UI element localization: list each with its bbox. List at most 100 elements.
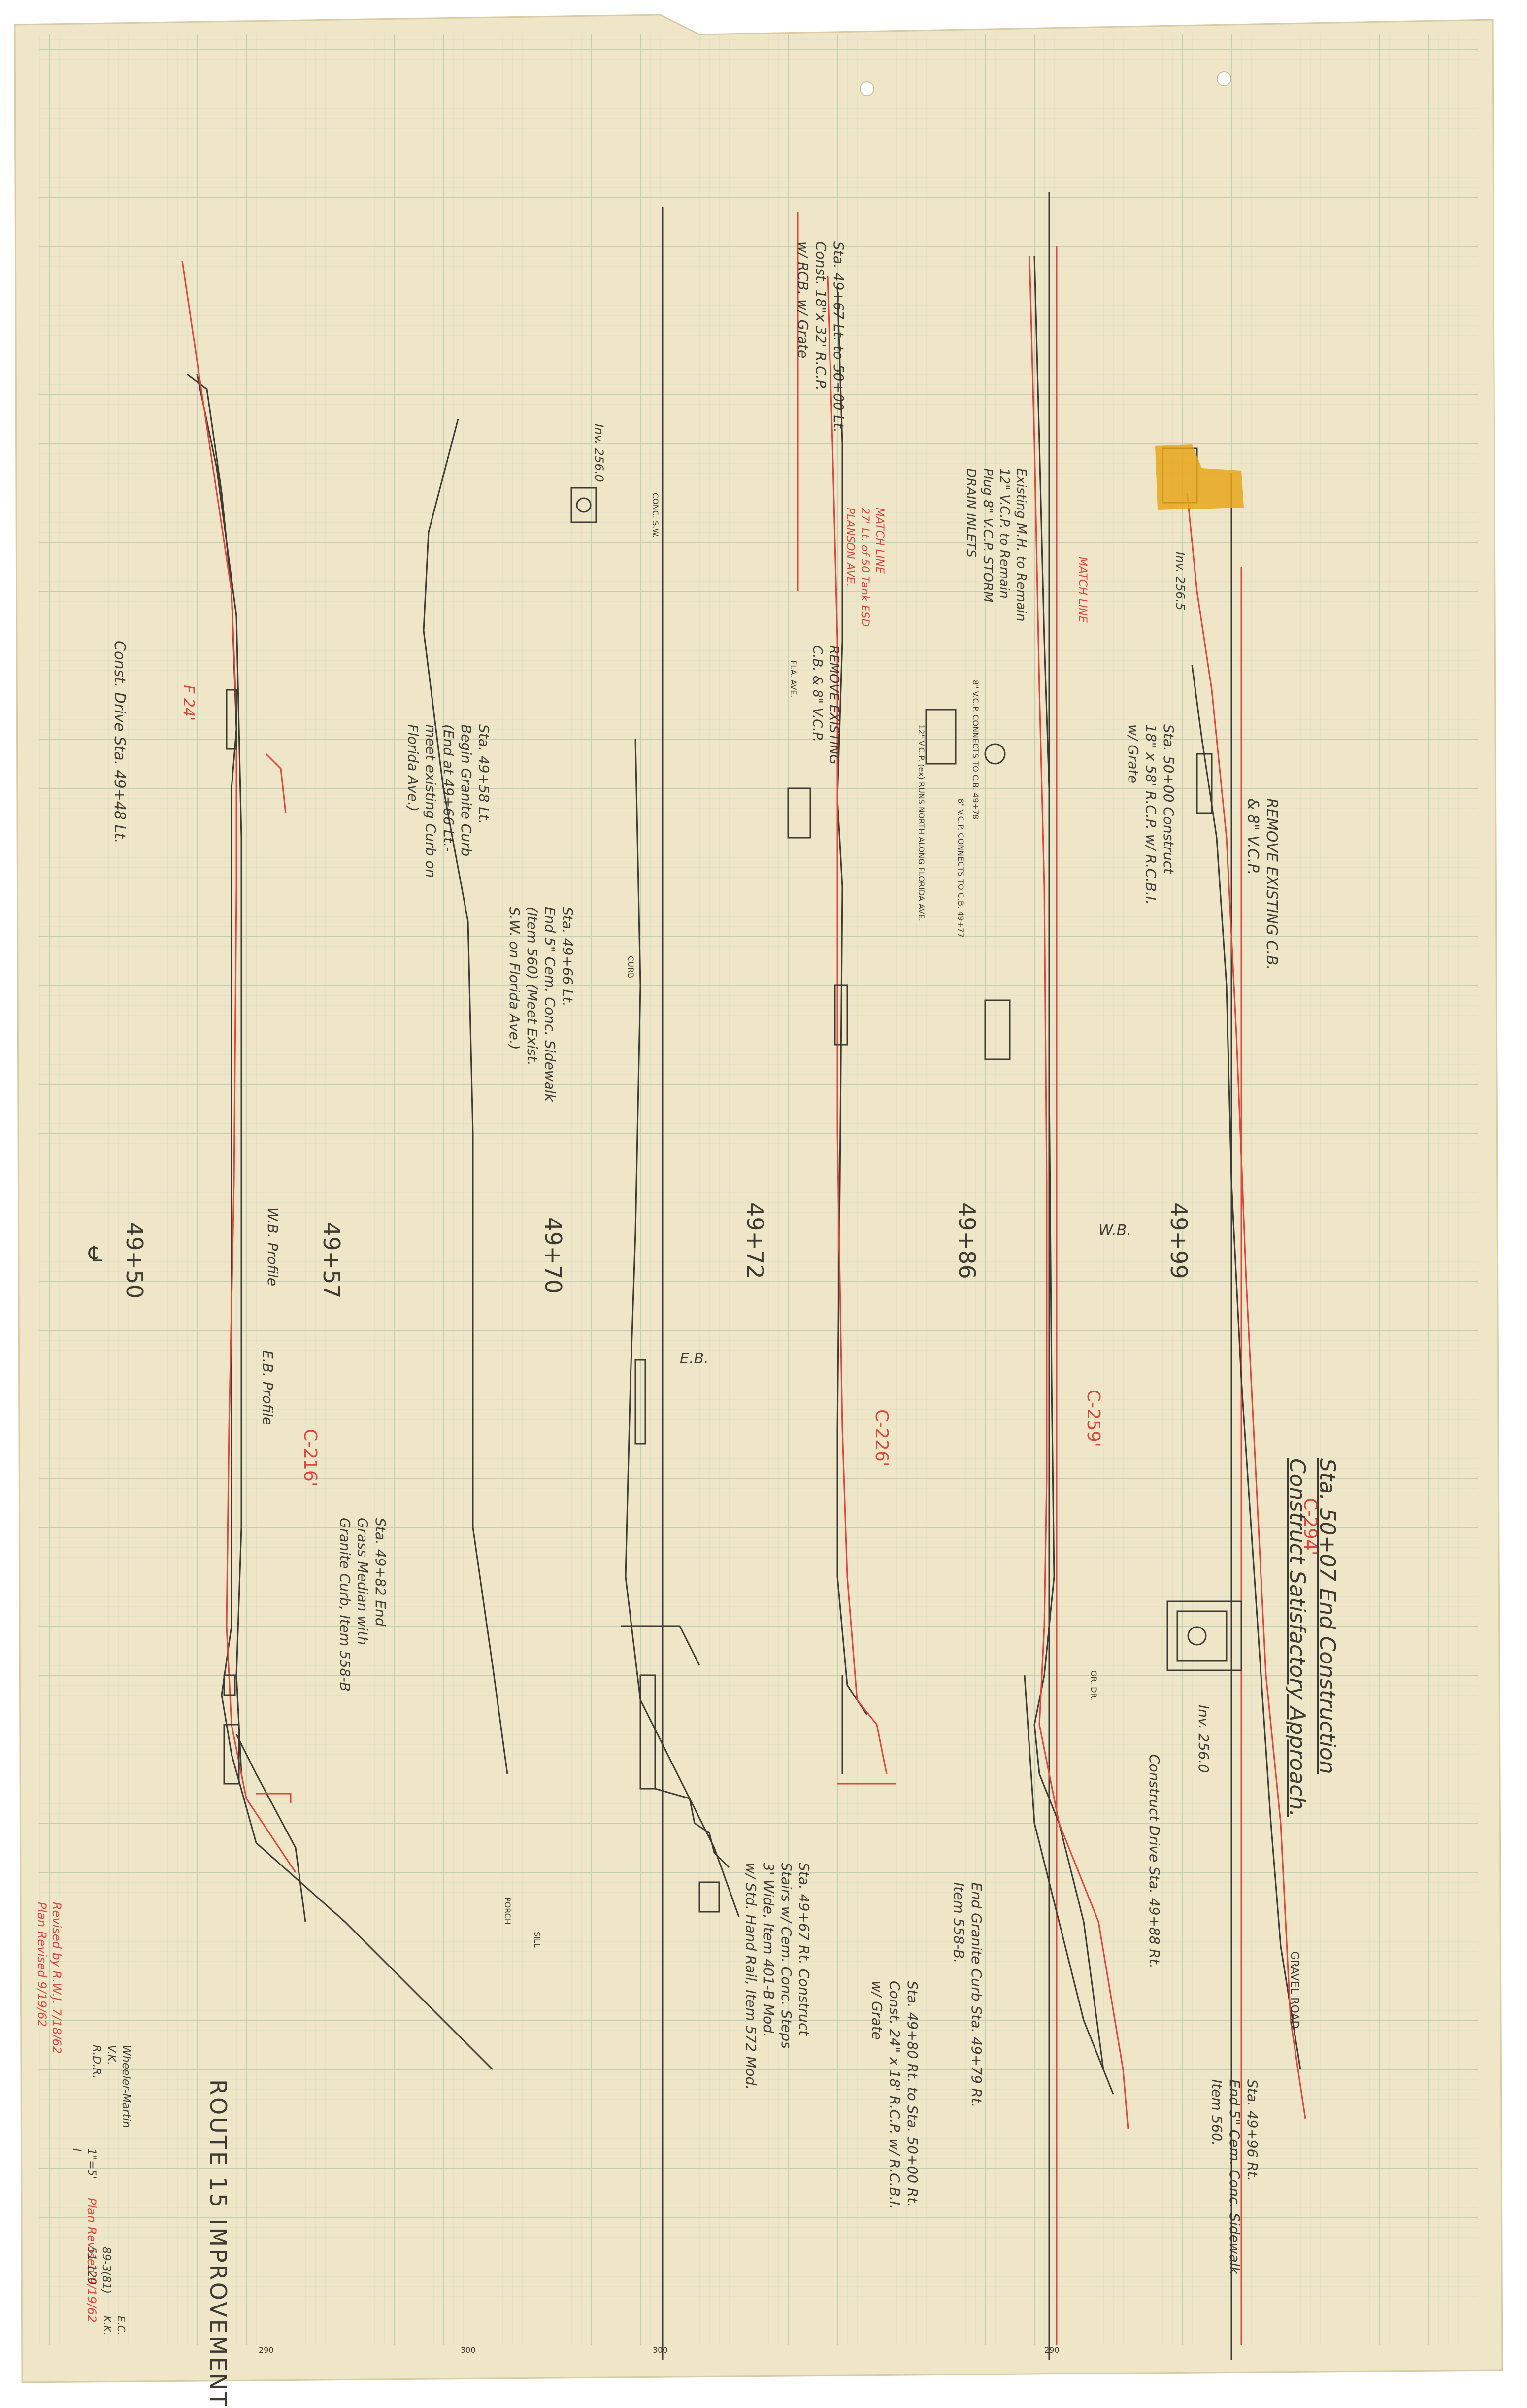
stairs-line-2: Stairs w/ Cem. Conc. Steps: [778, 1863, 795, 2049]
profile-4972: [621, 739, 740, 1917]
sidewalk-4996-line-1: Sta. 49+96 Rt.: [1244, 2079, 1261, 2181]
elev-290-b: 290: [1044, 2345, 1060, 2355]
revision-line-2: Plan Revised 9/19/62: [35, 1902, 49, 2027]
granite-end-line-1: End Granite Curb Sta. 49+79 Rt.: [968, 1882, 985, 2108]
rcp-5000-line-1: Sta. 50+00 Construct: [1161, 724, 1177, 874]
f24-note: F 24': [180, 685, 197, 721]
rcp-4967-line-2: Const. 18"x 32' R.C.P.: [813, 241, 829, 391]
drive-4948-note: Const. Drive Sta. 49+48 Lt.: [111, 641, 128, 844]
stairs-line-4: w/ Std. Hand Rail, Item 572 Mod.: [743, 1863, 759, 2090]
rcp-5000-line-2: 18" x 58' R.C.P. w/ R.C.B.I.: [1143, 724, 1159, 905]
remove-cb-note: REMOVE EXISTING C.B. & 8" V.C.P.: [1243, 798, 1281, 970]
rcp-4967-note: Sta. 49+67 Lt. to 50+00 Lt. Const. 18"x …: [794, 241, 847, 433]
wb-label: W.B.: [1098, 1222, 1131, 1239]
station-label-4972: 49+72: [742, 1202, 768, 1279]
initials-2: K.K.: [101, 2316, 113, 2335]
c226-note: C-226': [871, 1409, 892, 1467]
curb-label: CURB: [626, 956, 635, 978]
project-number: 89-3(81): [100, 2247, 112, 2294]
vcp-connects-4978: 8" V.C.P. CONNECTS TO C.B. 49+78: [971, 680, 980, 820]
match-line-line-3: PLANSON AVE.: [844, 508, 856, 587]
begin-granite-line-1: Sta. 49+58 Lt.: [476, 724, 492, 824]
granite-end-line-2: Item 558-B.: [951, 1882, 967, 1964]
profile-4970: [423, 418, 597, 1774]
station-label-4986: 49+86: [954, 1202, 980, 1279]
sidewalk-4966-line-2: End 5" Cem. Conc. Sidewalk: [542, 907, 558, 1102]
drive-4988-note: Construct Drive Sta. 49+88 Rt.: [1146, 1754, 1162, 1968]
rcp-5000-line-3: w/ Grate: [1125, 724, 1141, 783]
existing-mh-line-4: DRAIN INLETS: [963, 468, 978, 558]
begin-granite-line-4: meet existing Curb on: [423, 724, 439, 878]
eb-label: E.B.: [680, 1350, 709, 1367]
elev-300-a: 300: [461, 2345, 476, 2355]
rcp-4980-line-3: w/ Grate: [869, 1981, 885, 2040]
punch-hole: [860, 81, 874, 96]
sidewalk-4966-note: Sta. 49+66 Lt. End 5" Cem. Conc. Sidewal…: [505, 907, 576, 1102]
revision-line-1: Revised by R.W.J. 7/18/62: [50, 1902, 64, 2054]
title-block-project: 89-3(81) 51 120: [84, 2247, 113, 2294]
stairs-line-3: 3' Wide, Item 401-B Mod.: [761, 1863, 777, 2037]
porch-label: PORCH: [503, 1897, 512, 1925]
sidewalk-4966-line-3: (Item 560) (Meet Exist.: [524, 907, 540, 1066]
rcp-4980-note: Sta. 49+80 Rt. to Sta. 50+00 Rt. Const. …: [868, 1981, 921, 2209]
grass-median-line-2: Grass Median with: [355, 1518, 371, 1645]
checked-by: V.K.: [105, 2045, 117, 2065]
grass-median-line-3: Granite Curb, Item 558-B: [337, 1518, 353, 1692]
stairs-line-1: Sta. 49+67 Rt. Construct: [796, 1863, 812, 2036]
profile-4999: [925, 256, 1129, 2129]
remove-cb-line-2: & 8" V.C.P.: [1244, 798, 1261, 875]
inv-2560b-label: Inv. 256.0: [1195, 1705, 1212, 1773]
begin-granite-line-3: (End at 49+66 Lt.-: [440, 724, 457, 852]
sheet-number: 51 120: [85, 2247, 98, 2285]
reference-lines: [662, 192, 1232, 2360]
profile-4986: [787, 275, 896, 1785]
remove-existing-line-2: C.B. & 8" V.C.P.: [810, 645, 825, 742]
begin-granite-line-2: Begin Granite Curb: [458, 724, 474, 857]
route-title: ROUTE 15 IMPROVEMENT: [205, 2079, 232, 2408]
sidewalk-4966-line-4: S.W. on Florida Ave.): [506, 907, 523, 1050]
granite-end-note: End Granite Curb Sta. 49+79 Rt. Item 558…: [950, 1882, 985, 2107]
scale-horizontal: 1"=5': [85, 2148, 98, 2179]
existing-mh-note: Existing M.H. to Remain 12" V.C.P. to Re…: [963, 468, 1029, 621]
conc-sw-label: CONC. S.W.: [651, 493, 660, 538]
c294-note: C-294': [1300, 1498, 1320, 1556]
station-label-4970: 49+70: [540, 1217, 566, 1294]
vcp-connects-4977: 8" V.C.P. CONNECTS TO C.B. 49+77: [956, 798, 965, 938]
begin-granite-note: Sta. 49+58 Lt. Begin Granite Curb (End a…: [404, 724, 493, 878]
sill-label: SILL: [532, 1932, 542, 1948]
title-block-initials: E.C. K.K.: [100, 2316, 128, 2335]
remove-cb-line-1: REMOVE EXISTING C.B.: [1263, 798, 1280, 970]
sidewalk-4996-note: Sta. 49+96 Rt. End 5" Cem. Conc. Sidewal…: [1208, 2079, 1261, 2274]
title-block-scale: 1"=5' I: [69, 2148, 99, 2179]
c216-note: C-216': [300, 1429, 320, 1487]
scale-vertical: I: [70, 2148, 83, 2152]
eb-profile-label: E.B. Profile: [260, 1350, 276, 1425]
rcp-4980-line-1: Sta. 49+80 Rt. to Sta. 50+00 Rt.: [904, 1981, 921, 2207]
sidewalk-4966-line-1: Sta. 49+66 Lt.: [560, 907, 576, 1007]
stairs-note: Sta. 49+67 Rt. Construct Stairs w/ Cem. …: [742, 1863, 813, 2090]
elev-290-a: 290: [259, 2345, 274, 2355]
remove-existing-note: REMOVE EXISTING C.B. & 8" V.C.P.: [809, 645, 842, 764]
existing-mh-line-2: 12" V.C.P. to Remain: [997, 468, 1012, 599]
station-label-4950: 49+50: [121, 1222, 148, 1299]
punch-hole: [1217, 71, 1231, 86]
grass-median-note: Sta. 49+82 End Grass Median with Granite…: [336, 1518, 389, 1692]
inv-2560-label: Inv. 256.0: [592, 424, 606, 482]
rcp-4967-line-1: Sta. 49+67 Lt. to 50+00 Lt.: [830, 241, 847, 433]
gr-dr-label: GR. DR.: [1089, 1670, 1098, 1701]
station-label-4957: 49+57: [318, 1222, 345, 1299]
match-line-note: MATCH LINE 27' Lt. of 50 Tank ESD PLANSO…: [842, 508, 887, 627]
elev-300-b: 300: [653, 2345, 668, 2355]
rcp-4980-line-2: Const. 24" x 18' R.C.P. w/ R.C.B.I.: [887, 1981, 903, 2209]
drawn-by: R.D.R.: [90, 2045, 102, 2079]
initials-1: E.C.: [115, 2316, 127, 2336]
revision-notes: Revised by R.W.J. 7/18/62 Plan Revised 9…: [34, 1902, 64, 2054]
fla-ave-label: FLA. AVE.: [789, 660, 798, 698]
match-line-line-2: 27' Lt. of 50 Tank ESD: [859, 508, 871, 627]
profile-right: [1162, 447, 1306, 2119]
sidewalk-4996-line-2: End 5" Cem. Conc. Sidewalk: [1227, 2079, 1243, 2274]
wb-profile-label: W.B. Profile: [265, 1207, 281, 1286]
grid-area: [39, 34, 1478, 2345]
